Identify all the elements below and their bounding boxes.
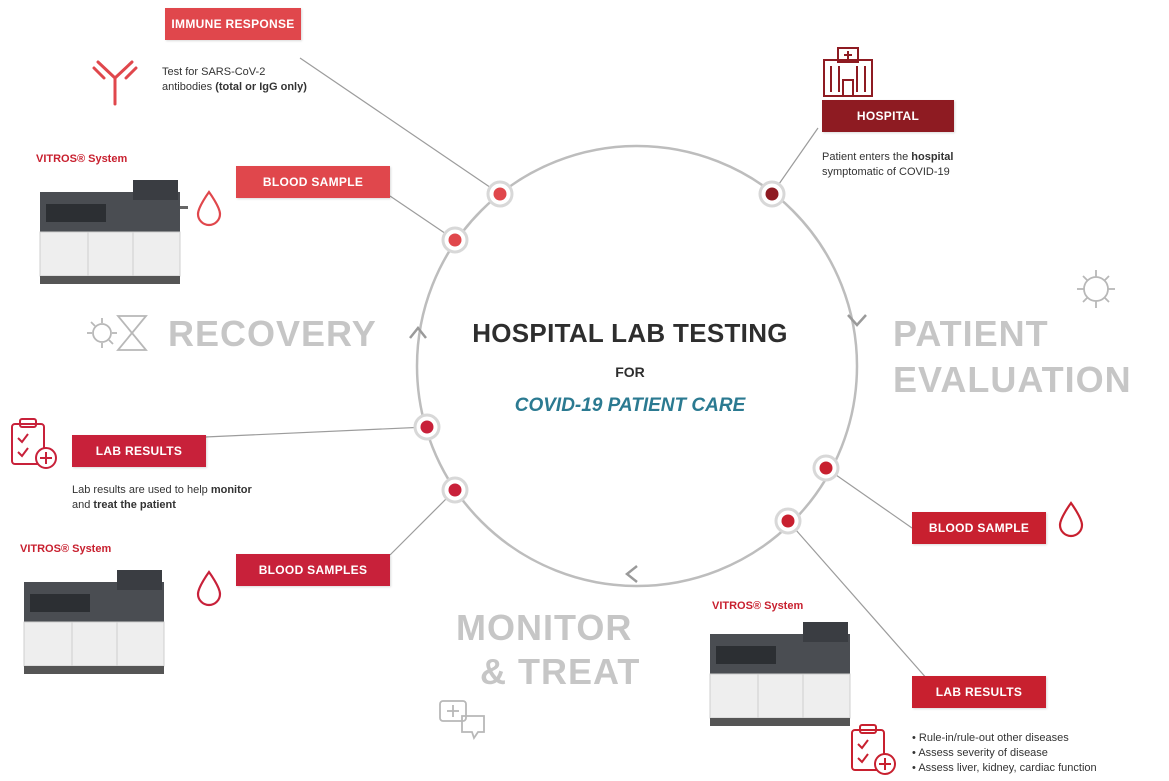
immune-description: Test for SARS-CoV-2 antibodies (total or… bbox=[162, 66, 307, 93]
lab-left-description: Lab results are used to help monitor and… bbox=[72, 484, 252, 511]
cycle-ring bbox=[415, 144, 859, 588]
connector-blood-right bbox=[825, 467, 913, 529]
phase-recovery: RECOVERY bbox=[168, 313, 377, 354]
node-blood-left bbox=[441, 476, 469, 504]
phase-treat: & TREAT bbox=[480, 651, 641, 692]
blood-drop-icon bbox=[1058, 501, 1084, 538]
node-lab-right bbox=[774, 507, 802, 535]
hospital-building-icon bbox=[823, 47, 873, 97]
connector-lab-left bbox=[204, 426, 428, 438]
connector-blood-left bbox=[389, 489, 456, 556]
label-immune-response: IMMUNE RESPONSE bbox=[165, 8, 301, 40]
label-lab-results-left: LAB RESULTS bbox=[72, 435, 206, 467]
clipboard-medical-icon bbox=[11, 418, 57, 469]
blood-drop-icon bbox=[196, 190, 222, 227]
bullet-item: Assess liver, kidney, cardiac function bbox=[912, 761, 1096, 776]
virus-icon bbox=[1077, 270, 1115, 308]
phase-patient: PATIENT bbox=[893, 313, 1049, 354]
label-blood-sample-right: BLOOD SAMPLE bbox=[912, 512, 1046, 544]
arrow-up-icon bbox=[409, 325, 427, 339]
arrow-right-icon bbox=[847, 314, 867, 327]
system-title-bottom-right: VITROS® System bbox=[712, 600, 804, 612]
vitros-machine-bottom-right bbox=[708, 620, 858, 728]
connector-lab-right bbox=[787, 520, 929, 681]
bullet-item: Rule-in/rule-out other diseases bbox=[912, 731, 1097, 746]
label-lab-results-right: LAB RESULTS bbox=[912, 676, 1046, 708]
hospital-description: Patient enters the hospital symptomatic … bbox=[822, 151, 954, 178]
node-immune bbox=[486, 180, 514, 208]
phase-evaluation: EVALUATION bbox=[893, 359, 1132, 400]
connector-immune bbox=[299, 57, 501, 195]
label-blood-sample-top: BLOOD SAMPLE bbox=[236, 166, 390, 198]
node-blood-right bbox=[812, 454, 840, 482]
node-hospital bbox=[758, 180, 786, 208]
center-for: FOR bbox=[615, 364, 645, 380]
system-title-bottom-left: VITROS® System bbox=[20, 543, 112, 555]
node-lab-left bbox=[413, 413, 441, 441]
antibody-icon bbox=[92, 60, 138, 106]
center-title: HOSPITAL LAB TESTING bbox=[472, 318, 788, 348]
phase-monitor: MONITOR bbox=[456, 607, 633, 648]
lab-results-bullets: Rule-in/rule-out other diseases Assess s… bbox=[912, 731, 1097, 776]
node-blood-top bbox=[441, 226, 469, 254]
clipboard-medical-icon bbox=[851, 724, 896, 775]
virus-hourglass-icon bbox=[87, 315, 148, 351]
system-title-top-left: VITROS® System bbox=[36, 153, 128, 165]
label-blood-samples-left: BLOOD SAMPLES bbox=[236, 554, 390, 586]
vitros-machine-top-left bbox=[38, 178, 188, 286]
blood-drop-icon bbox=[196, 570, 222, 607]
vitros-machine-bottom-left bbox=[22, 568, 172, 676]
bullet-item: Assess severity of disease bbox=[912, 746, 1097, 761]
chat-medical-icon bbox=[439, 700, 485, 741]
label-hospital: HOSPITAL bbox=[822, 100, 954, 132]
arrow-left-icon bbox=[624, 565, 638, 583]
center-subtitle: COVID-19 PATIENT CARE bbox=[514, 395, 746, 416]
